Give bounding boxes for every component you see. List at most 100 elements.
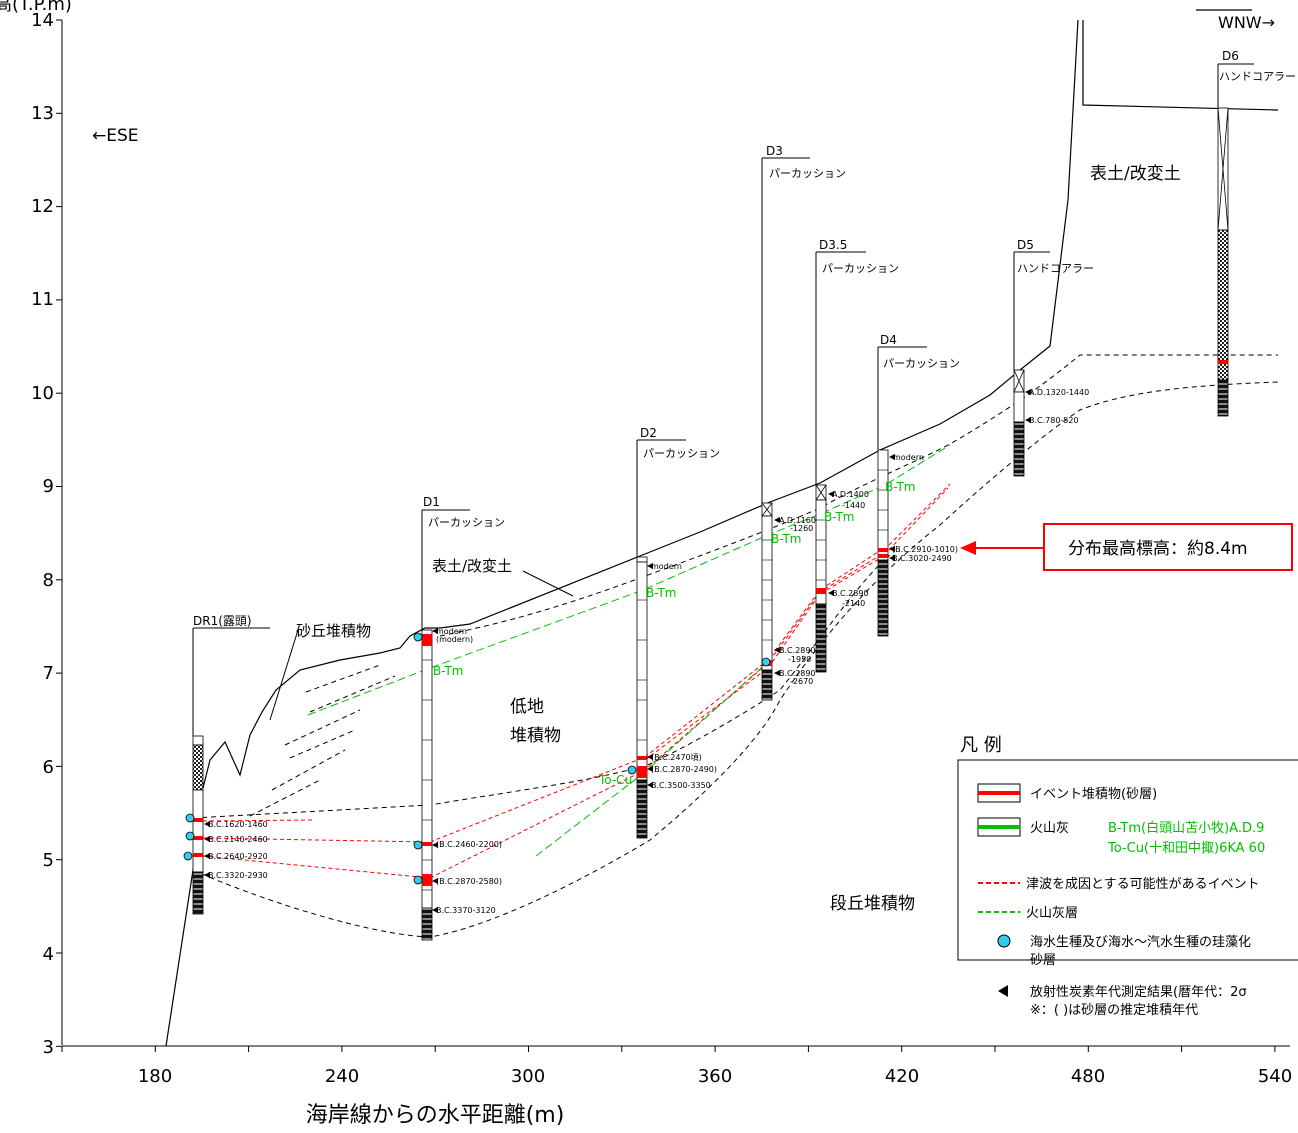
legend-event-label: イベント堆積物(砂層) (1030, 787, 1157, 802)
diatom-marker (185, 831, 195, 841)
core-segment (877, 449, 889, 561)
date-d1-3: (B.C.2460-2200) (436, 840, 502, 849)
date-d2-1: modern (651, 562, 682, 571)
label-topsoil-upper: 表土/改変土 (1090, 164, 1181, 184)
x-tick-240: 240 (325, 1066, 359, 1087)
core-column-d6 (1217, 107, 1229, 417)
core-d3-name: D3 (766, 144, 783, 158)
x-axis: 180 240 300 360 420 480 540 海岸線からの水平距離(m… (61, 1045, 1292, 1128)
ash-labels: B-Tm B-Tm B-Tm B-Tm B-Tm To-Cu (433, 480, 915, 787)
date-d35-1: A.D.1400 (832, 490, 869, 499)
date-arrow (432, 907, 438, 913)
legend-event-swatch (977, 783, 1021, 803)
date-arrow (647, 754, 653, 760)
core-d2-name: D2 (640, 426, 657, 440)
event-deposit-mark (637, 766, 647, 778)
core-dr1-name: DR1(露頭) (193, 614, 252, 628)
y-tick-7: 7 (43, 663, 54, 684)
max-elevation-callout: 分布最高標高：約8.4m (960, 523, 1293, 571)
y-tick-11: 11 (31, 289, 54, 310)
date-d35-4: -2140 (842, 599, 865, 608)
date-d3-1: A.D.1160 (779, 516, 816, 525)
date-d4-1: modern (893, 453, 924, 462)
y-tick-13: 13 (31, 103, 54, 124)
label-dune: 砂丘堆積物 (296, 622, 371, 640)
date-dr1-1: B.C.1620-1460 (208, 820, 268, 829)
core-column-d5 (1013, 369, 1025, 477)
ground-surface (165, 9, 1279, 1047)
date-arrow (889, 546, 895, 552)
core-segment (421, 907, 433, 941)
date-arrow (432, 842, 438, 848)
diatom-marker (183, 851, 193, 861)
label-lowland-2: 堆積物 (510, 726, 561, 746)
date-arrow (432, 878, 438, 884)
date-arrow (774, 670, 780, 676)
label-lowland-1: 低地 (510, 697, 544, 717)
date-d4-2: (B.C.2910-1010) (892, 545, 958, 554)
core-headers: DR1(露頭) D1 パーカッション D2 パーカッション D3 パーカッション… (192, 49, 1296, 736)
event-deposit-mark (1218, 360, 1228, 364)
core-segment (421, 629, 433, 909)
core-cross-line (815, 484, 827, 501)
date-arrow (432, 628, 438, 634)
legend-diatom-label: 海水生種及び海水～汽水生種の珪藻化 (1030, 934, 1251, 950)
core-d4-method: パーカッション (883, 357, 960, 370)
date-arrow (828, 491, 834, 497)
legend-title: 凡 例 (960, 735, 1002, 756)
core-segment (877, 559, 889, 637)
date-d2-4: B.C.3500-3350 (651, 781, 711, 790)
x-tick-360: 360 (698, 1066, 732, 1087)
date-d3-4: -1950 (788, 655, 811, 664)
core-d5-method: ハンドコアラー (1017, 262, 1094, 275)
diatom-marker (185, 813, 195, 823)
core-column-d2 (636, 556, 648, 839)
event-deposit-mark (637, 756, 647, 760)
legend-diatom-icon (997, 934, 1011, 948)
geology-labels: 砂丘堆積物 表土/改変土 表土/改変土 低地 堆積物 段丘堆積物 (296, 164, 1181, 914)
date-d3-2: -1260 (790, 524, 813, 533)
ash-btm-d2: B-Tm (646, 586, 676, 600)
date-d3-3: B.C.2890 (779, 646, 816, 655)
core-segment (192, 789, 204, 873)
date-dr1-2: B.C.2140-2460 (208, 835, 268, 844)
event-deposit-mark (878, 548, 888, 552)
date-arrow (774, 647, 780, 653)
date-arrow (204, 872, 210, 878)
core-d2-method: パーカッション (643, 447, 720, 460)
core-column-dr1 (192, 735, 204, 915)
diatom-marker (413, 632, 423, 642)
label-topsoil-mid: 表土/改変土 (432, 557, 512, 575)
date-dr1-3: B.C.2640-2920 (208, 852, 268, 861)
date-arrow (1025, 417, 1031, 423)
x-tick-540: 540 (1258, 1066, 1292, 1087)
event-deposit-mark (193, 818, 203, 822)
core-d5-name: D5 (1017, 238, 1034, 252)
date-arrow (774, 517, 780, 523)
legend-ashlayer-label: 火山灰層 (1026, 906, 1078, 921)
date-d5-2: B.C.780-520 (1029, 416, 1079, 425)
diatom-marker (761, 657, 771, 667)
core-d1-name: D1 (423, 495, 440, 509)
core-segment (761, 669, 773, 701)
direction-left: ←ESE (92, 126, 139, 146)
core-cross-line (1013, 369, 1025, 393)
legend: 凡 例 イベント堆積物(砂層) 火山灰 B-Tm(白頭山苫小牧)A.D.9 To… (957, 735, 1298, 1018)
core-segment (192, 871, 204, 915)
legend-ash-tocu: To-Cu(十和田中掫)6KA 60 (1107, 840, 1265, 856)
date-d3-5: B.C.2890 (779, 669, 816, 678)
core-d3-method: パーカッション (769, 167, 846, 180)
core-segment (636, 779, 648, 839)
date-d1-2: (modern) (436, 635, 473, 644)
legend-radiocarbon-label: 放射性炭素年代測定結果(暦年代：2σ (1030, 984, 1247, 1000)
callout-text: 分布最高標高：約8.4m (1068, 539, 1248, 559)
date-arrow (647, 766, 653, 772)
ash-btm-d35: B-Tm (824, 510, 854, 524)
y-axis-unit: 高(T.P.m) (0, 0, 72, 15)
date-arrow (889, 555, 895, 561)
date-d4-3: B.C.3020-2490 (892, 554, 952, 563)
event-deposit-mark (193, 836, 203, 840)
y-tick-5: 5 (43, 850, 54, 871)
date-d5-1: A.D.1320-1440 (1029, 388, 1089, 397)
